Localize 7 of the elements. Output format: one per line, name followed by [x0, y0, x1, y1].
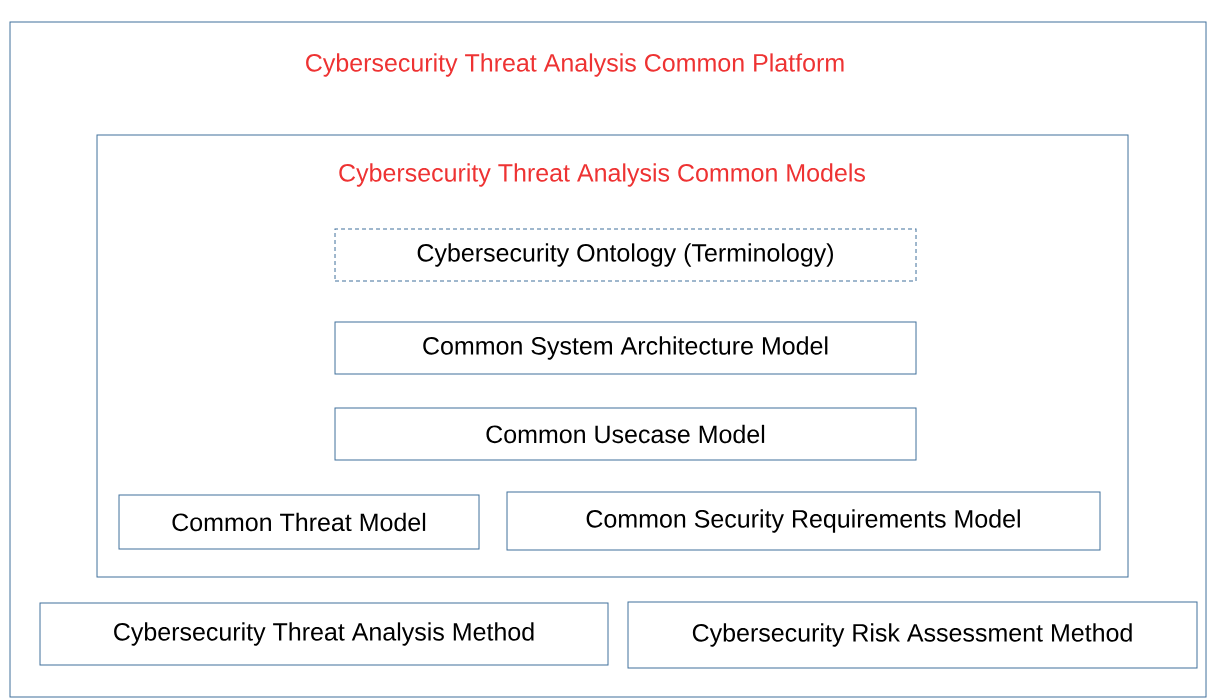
component-box: Cybersecurity Risk Assessment Method	[627, 601, 1198, 669]
component-box: Common Security Requirements Model	[506, 491, 1101, 551]
component-box: Common System Architecture Model	[334, 321, 917, 375]
dashed-box: Cybersecurity Ontology (Terminology)	[334, 228, 917, 282]
component-box: Common Threat Model	[118, 494, 480, 550]
component-box: Cybersecurity Threat Analysis Method	[39, 602, 609, 666]
component-box: Common Usecase Model	[334, 407, 917, 461]
